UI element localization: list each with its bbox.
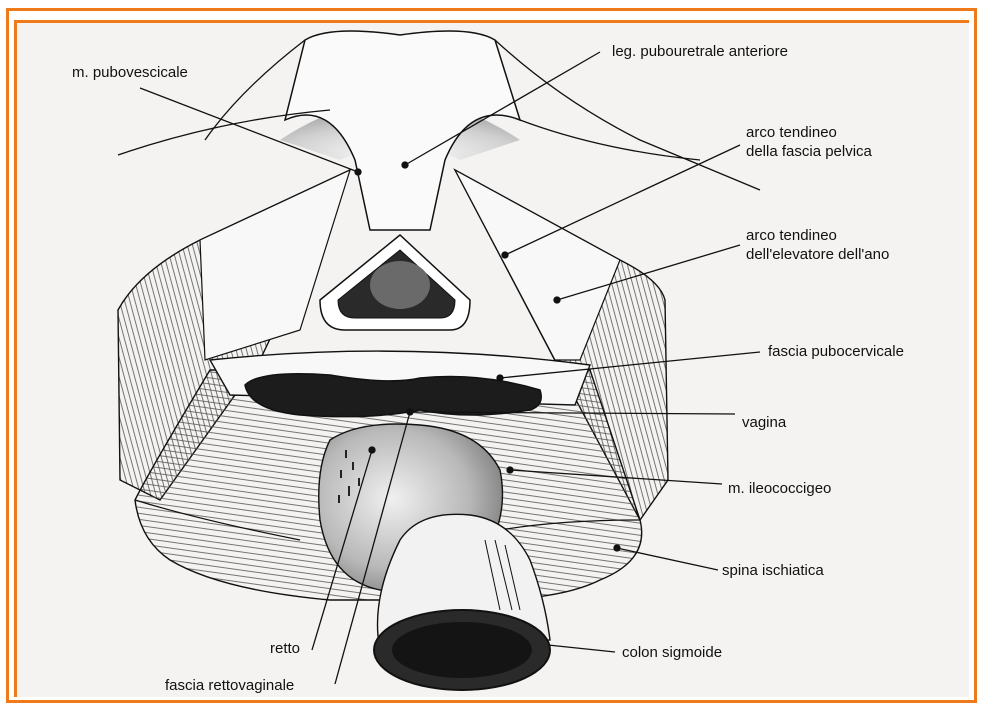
label-colon-sigmoide: colon sigmoide (622, 644, 722, 661)
label-arco-elevatore-1: arco tendineo (746, 227, 837, 244)
label-ileococcigeo: m. ileococcigeo (728, 480, 831, 497)
label-arco-elevatore-2: dell'elevatore dell'ano (746, 246, 889, 263)
label-fascia-pubocervicale: fascia pubocervicale (768, 343, 904, 360)
label-pubovescicale: m. pubovescicale (72, 64, 188, 81)
label-fascia-rettovaginale: fascia rettovaginale (165, 677, 294, 694)
label-vagina: vagina (742, 414, 786, 431)
label-pubouretrale: leg. pubouretrale anteriore (612, 43, 788, 60)
label-arco-fascia-2: della fascia pelvica (746, 143, 872, 160)
label-spina-ischiatica: spina ischiatica (722, 562, 824, 579)
vagina (245, 374, 541, 417)
label-retto: retto (270, 640, 300, 657)
label-arco-fascia-1: arco tendineo (746, 124, 837, 141)
